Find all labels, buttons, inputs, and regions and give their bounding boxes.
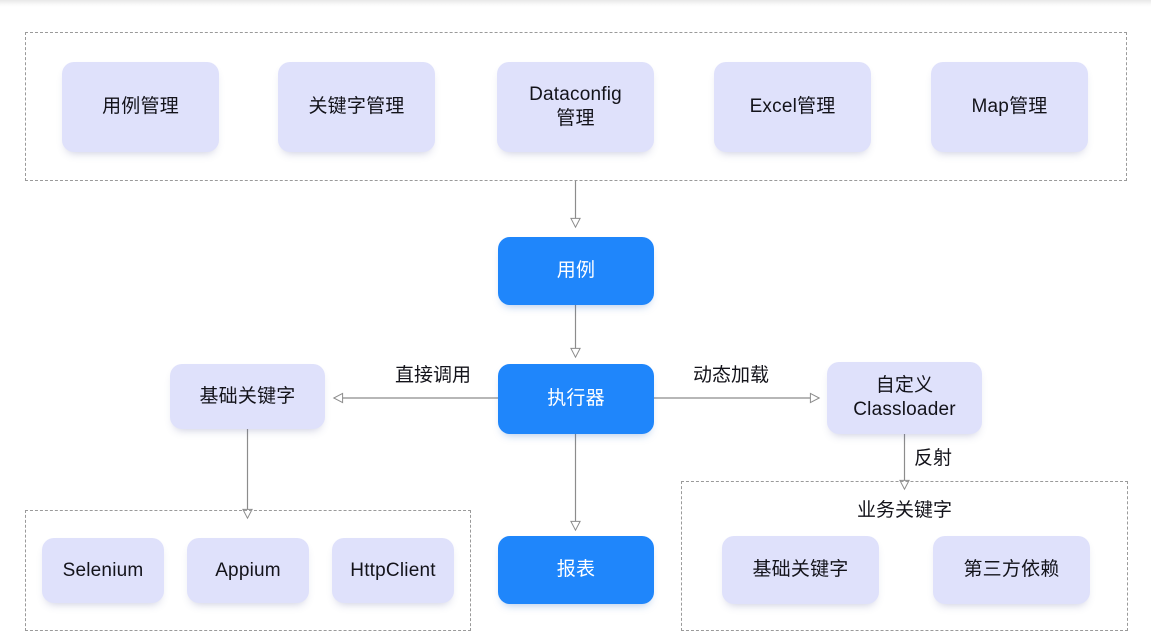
node-case-management[interactable]: 用例管理	[62, 62, 219, 152]
management-group-box	[25, 32, 1127, 181]
driver-group-box	[25, 510, 471, 631]
business-keyword-group-box	[681, 481, 1128, 631]
page-top-shadow-band	[0, 0, 1151, 7]
node-custom-classloader[interactable]: 自定义 Classloader	[827, 362, 982, 434]
node-third-party-dependency[interactable]: 第三方依赖	[933, 536, 1090, 604]
node-selenium[interactable]: Selenium	[42, 538, 164, 603]
node-executor[interactable]: 执行器	[498, 364, 654, 434]
node-map-management[interactable]: Map管理	[931, 62, 1088, 152]
node-base-keyword[interactable]: 基础关键字	[170, 364, 325, 429]
node-base-keyword-business[interactable]: 基础关键字	[722, 536, 879, 604]
edge-label-dynamic-load: 动态加载	[692, 365, 769, 386]
node-keyword-management[interactable]: 关键字管理	[278, 62, 435, 152]
node-dataconfig-management[interactable]: Dataconfig 管理	[497, 62, 654, 152]
node-appium[interactable]: Appium	[187, 538, 309, 603]
edge-label-direct-call: 直接调用	[394, 365, 471, 386]
node-case[interactable]: 用例	[498, 237, 654, 305]
business-keyword-group-label: 业务关键字	[856, 500, 952, 521]
edge-label-reflection: 反射	[914, 448, 953, 469]
node-excel-management[interactable]: Excel管理	[714, 62, 871, 152]
node-report[interactable]: 报表	[498, 536, 654, 604]
node-httpclient[interactable]: HttpClient	[332, 538, 454, 603]
